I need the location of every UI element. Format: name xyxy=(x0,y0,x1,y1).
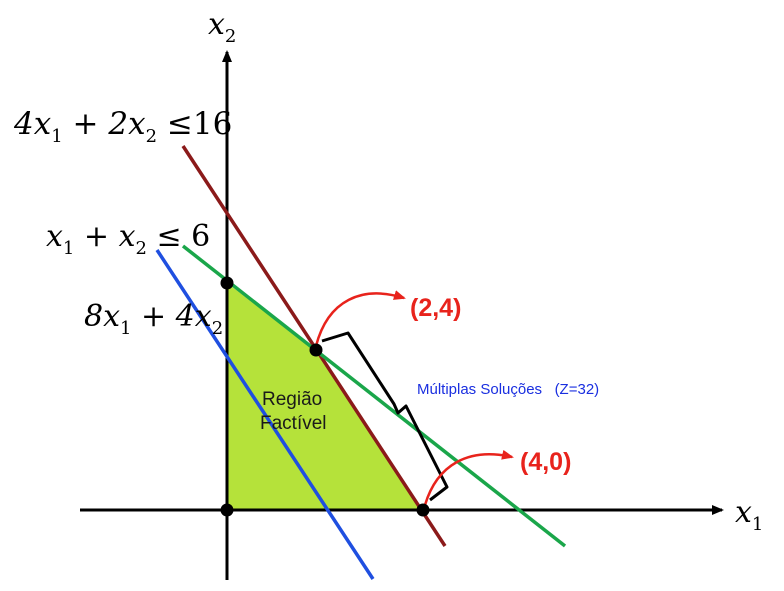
objective-line xyxy=(155,249,375,580)
vertex-0-6 xyxy=(220,276,234,290)
objective-label: 8x1 + 4x2 xyxy=(84,299,223,339)
point-label-4-0: (4,0) xyxy=(520,448,571,476)
multiple-solutions-label: Múltiplas Soluções (Z=32) xyxy=(417,381,599,398)
constraint-label-4x1-2x2: 4x1 + 2x2 ≤16 xyxy=(13,106,232,147)
arrow-to-point-4-0 xyxy=(423,449,514,506)
region-label-line2: Factível xyxy=(260,413,327,434)
vertex-origin xyxy=(220,503,234,517)
region-label-line1: Região xyxy=(262,389,322,410)
arrow-to-point-2-4 xyxy=(314,290,406,347)
vertex-2-4 xyxy=(309,343,323,357)
x-axis-label: x1 xyxy=(735,495,763,535)
constraint-label-x1-x2: x1 + x2 ≤ 6 xyxy=(46,219,210,259)
constraint-line-x1-x2 xyxy=(181,244,567,548)
vertex-4-0 xyxy=(416,503,430,517)
feasible-region xyxy=(227,283,423,510)
point-label-2-4: (2,4) xyxy=(410,294,461,322)
y-axis-label: x2 xyxy=(208,7,236,47)
multiple-solutions-bracket xyxy=(321,331,449,502)
